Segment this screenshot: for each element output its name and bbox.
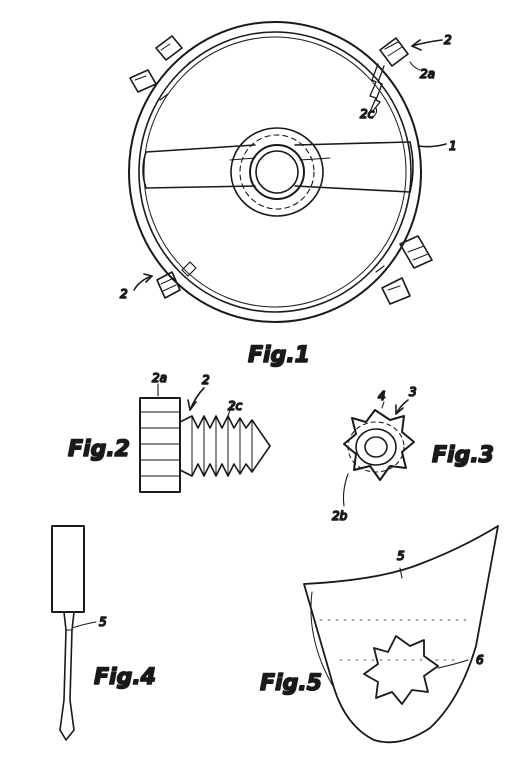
leader-head-top [409,61,421,71]
screw-thread-crests [191,415,253,477]
leader-screw-bottom [133,275,153,291]
ref-ring: 1 [449,139,457,153]
spoke-bar [145,141,411,193]
leader-tool [71,621,97,629]
ref-tooth: 4 [378,389,386,403]
tool-head-left-edge [310,591,335,689]
tool-head-outline [303,525,499,744]
hub-hidden-line [239,134,315,210]
hub-bore [249,144,305,200]
ref-screw: 2 [202,373,210,387]
ring-inner-shadow [143,36,407,308]
leader-tooth [381,401,385,409]
gear-bore-inner [364,436,388,458]
screw-thread-bottom [179,445,271,477]
hub-outer [230,127,324,217]
fig5-caption: Fig.5 [260,671,322,696]
fig3-gear [342,399,415,507]
screw-head-knurl [139,411,181,477]
arrowhead-screw-bottom [143,273,153,283]
fig2-screw [139,383,271,493]
gear-bore [355,428,397,466]
hub-bore-inner [255,150,299,194]
fig4-tool [51,525,97,741]
fig2-caption: Fig.2 [68,437,130,462]
clip-top-left [129,35,191,101]
screw-head [139,397,181,493]
ref-gear: 3 [409,385,417,399]
fig3-caption: Fig.3 [432,443,494,468]
ring-outer-edge [128,21,422,323]
socket-outline [363,635,439,705]
ref-head: 2a [152,371,167,385]
leader-bore [342,473,349,507]
spoke-ends [142,141,414,193]
ref-screw-thread-top: 2c [360,107,375,121]
fig4-caption: Fig.4 [94,665,156,690]
leader-screw-top [411,39,443,47]
tool-head-shading [319,619,471,661]
gear-outline [343,409,415,481]
tool-shaft [59,611,75,741]
arrowhead-screw-top [411,39,422,51]
ref-thread: 2c [228,399,243,413]
leader-socket [437,659,469,669]
ref-bore: 2b [332,509,348,523]
ref-screw-head-top: 2a [420,67,435,81]
screw-bottom-left [156,261,197,299]
fig5-tool-head [303,525,499,744]
ref-tool: 5 [99,615,107,629]
tool-handle [51,525,85,613]
arrowhead-gear [395,404,404,415]
arrowhead-screw [187,399,197,411]
clip-right [375,235,433,305]
gear-hidden-line [347,421,405,473]
leader-thread-top [373,107,378,117]
fig1-caption: Fig.1 [248,343,310,368]
leader-thread [227,403,233,417]
spoke-shading [229,157,331,161]
screw-thread-top [179,415,271,447]
leader-ring [417,143,447,148]
ring-inner-edge [138,31,412,313]
ref-tool-head: 5 [397,549,405,563]
fig1-ring-assembly [128,21,447,323]
leader-tool-head [399,567,403,579]
ref-socket: 6 [476,653,484,667]
screw-top-right [369,37,409,113]
ref-screw-bottom: 2 [120,287,128,301]
ref-screw-top: 2 [444,33,452,47]
